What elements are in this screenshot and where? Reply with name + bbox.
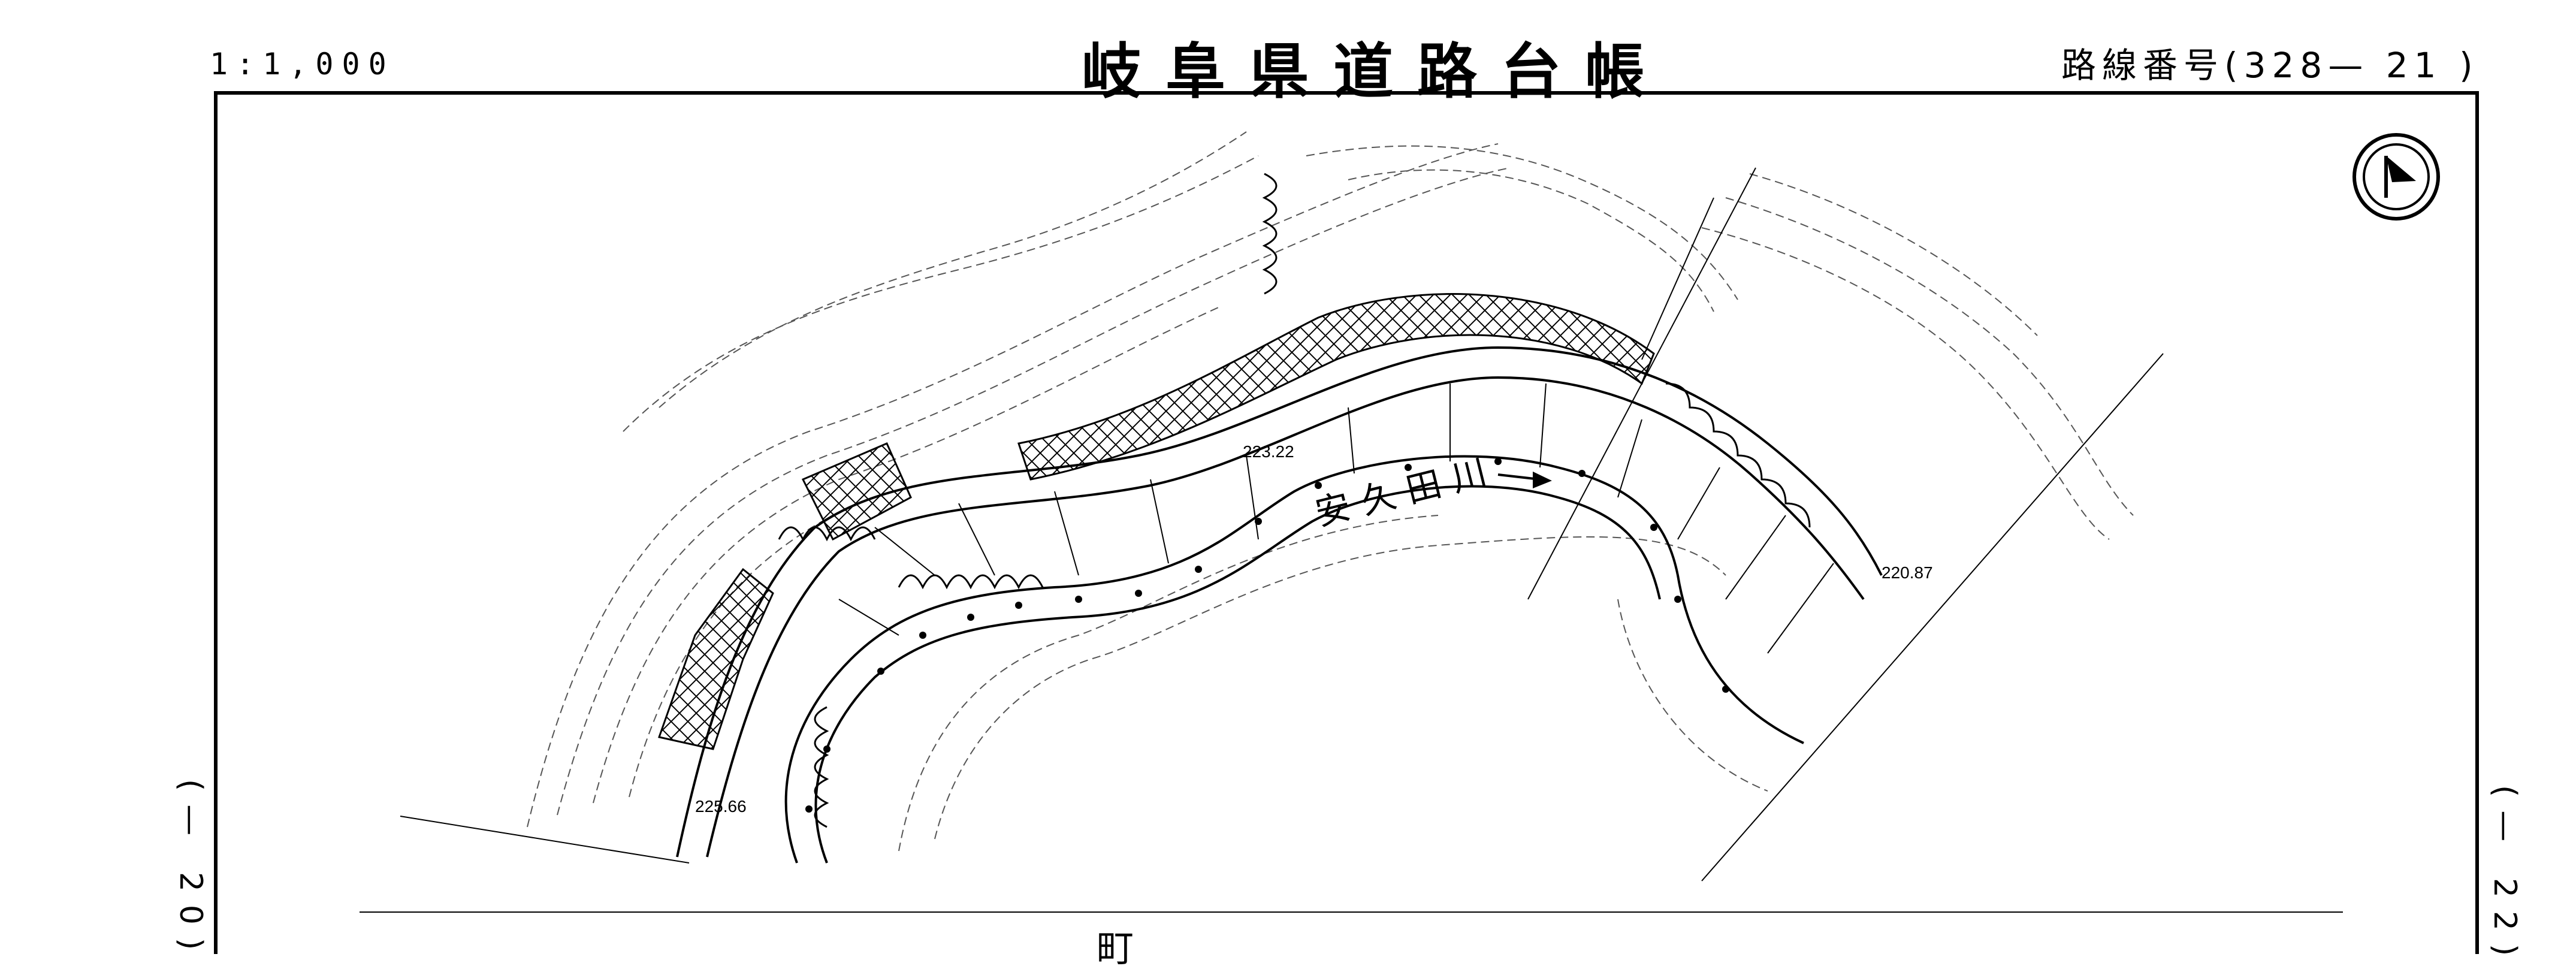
road-map-drawing [360,131,2343,913]
map-scale: 1:1,000 [210,47,395,81]
contour-lines [527,131,2134,852]
river-bank-dots [805,458,1729,813]
previous-sheet-ref: (— 20) [173,779,209,964]
section-lines [838,383,1834,654]
next-sheet-ref: (— 22) [2487,785,2523,970]
flow-arrow [1497,471,1552,488]
route-number: 路線番号(328— 21 ) [2061,45,2479,86]
elevation-label: 220.87 [1882,563,1933,582]
elevation-label: 223.22 [1243,442,1294,461]
river-banks [784,455,1804,864]
page-title: 岐阜県道路台帳 [1082,36,1669,107]
north-arrow-icon [2352,133,2440,221]
elevation-label: 225.66 [695,797,747,816]
road-edges [676,346,1883,858]
map-frame [214,91,2479,954]
place-label: 町 [1097,926,1290,970]
vegetation-scallops [778,173,1811,828]
hatched-areas [658,293,1655,750]
boundary-lines [360,167,2343,913]
